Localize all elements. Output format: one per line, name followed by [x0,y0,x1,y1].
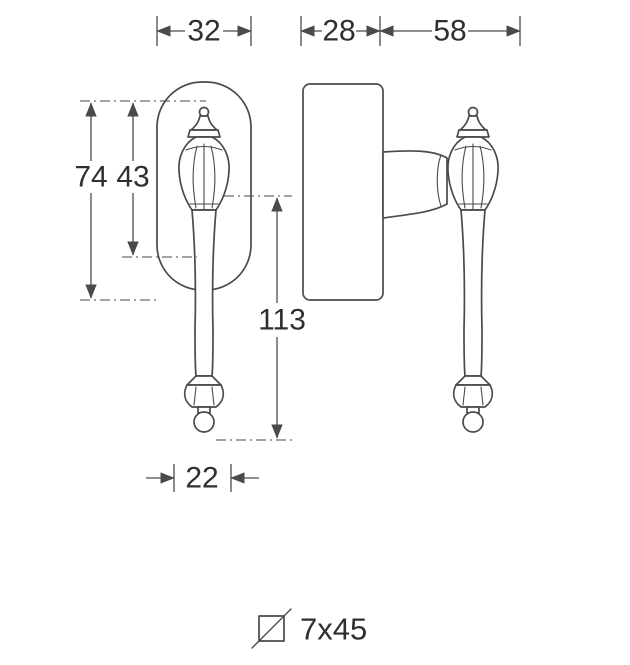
dim-base-width: 22 [146,462,259,495]
dim-projection: 58 [379,15,521,48]
dim-height-total-label: 74 [74,161,107,194]
dim-height-total: 74 [74,100,206,301]
handle-side [447,106,499,433]
handle-neck-cone [382,150,448,219]
spindle-spec: 7x45 [251,608,367,649]
square-spindle-slash-icon [251,608,292,649]
dim-projection-label: 58 [433,15,466,48]
side-view [302,83,499,433]
neck-collar-line [436,154,442,207]
dim-height-inner: 43 [116,102,197,258]
front-view [156,81,252,433]
dim-plate-depth: 28 [300,15,381,48]
dim-base-width-label: 22 [185,462,218,495]
dim-height-inner-label: 43 [116,161,149,194]
dim-plate-width: 32 [156,15,252,48]
dim-handle-length-label: 113 [258,304,306,337]
dim-handle-length: 113 [216,195,306,441]
spindle-spec-label: 7x45 [300,612,367,647]
backplate-side [302,83,384,301]
dim-plate-depth-label: 28 [322,15,355,48]
dim-plate-width-label: 32 [187,15,220,48]
